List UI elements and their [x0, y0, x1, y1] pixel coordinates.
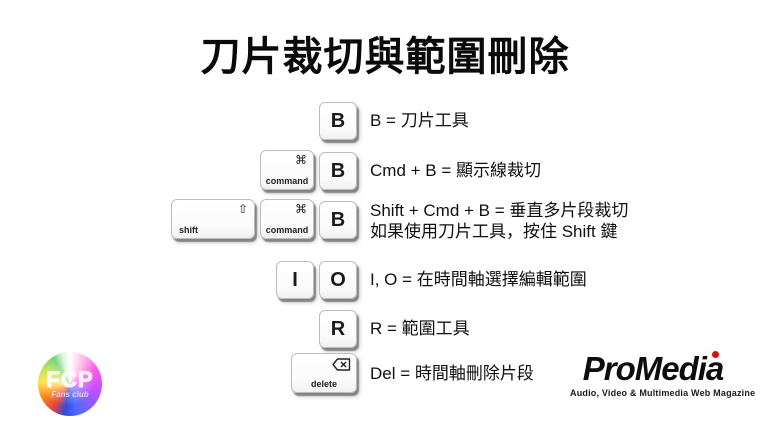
shortcut-description: I, O = 在時間軸選擇編輯範圍 — [370, 270, 587, 289]
shortcut-row-range-tool: R R = 範圍工具 — [0, 308, 770, 350]
shortcut-row-cut-all: ⇧ shift ⌘ command B Shift + Cmd + B = 垂直… — [0, 199, 770, 241]
keys-group: B — [319, 102, 357, 140]
key-command-label: command — [265, 225, 309, 235]
shortcut-row-delete: delete Del = 時間軸刪除片段 — [0, 353, 770, 395]
key-delete-label: delete — [310, 379, 337, 389]
promedia-wordmark: ProMedia — [582, 350, 725, 387]
key-o: O — [319, 261, 357, 299]
shortcut-row-range-select: I O I, O = 在時間軸選擇編輯範圍 — [0, 259, 770, 301]
shortcut-description: B = 刀片工具 — [370, 111, 469, 130]
key-command-label: command — [265, 176, 309, 186]
key-command: ⌘ command — [260, 199, 314, 239]
key-shift-label: shift — [179, 225, 198, 235]
promedia-tagline: Audio, Video & Multimedia Web Magazine — [570, 388, 756, 398]
key-r: R — [319, 310, 357, 348]
key-r-label: R — [330, 318, 346, 340]
key-b-label: B — [330, 160, 346, 182]
shortcut-description: R = 範圍工具 — [370, 319, 470, 338]
key-o-label: O — [330, 269, 346, 291]
command-icon: ⌘ — [295, 202, 307, 216]
backspace-icon — [332, 358, 351, 371]
shortcut-row-cut-through: ⌘ command B Cmd + B = 顯示線裁切 — [0, 150, 770, 192]
key-b: B — [319, 152, 357, 190]
shortcut-row-blade: B B = 刀片工具 — [0, 100, 770, 142]
shortcut-description: Cmd + B = 顯示線裁切 — [370, 161, 541, 180]
key-i: I — [276, 261, 314, 299]
fcp-logo-title: FCP — [46, 366, 94, 392]
key-i-label: I — [292, 269, 298, 291]
shortcut-description-line2: 如果使用刀片工具，按住 Shift 鍵 — [370, 222, 618, 241]
key-b: B — [319, 102, 357, 140]
keys-group: R — [319, 310, 357, 348]
key-b: B — [319, 201, 357, 239]
shortcut-description: Del = 時間軸刪除片段 — [370, 364, 534, 383]
key-command: ⌘ command — [260, 150, 314, 190]
keys-group: I O — [276, 261, 357, 299]
key-b-label: B — [330, 110, 346, 132]
key-shift: ⇧ shift — [171, 199, 255, 239]
page-title: 刀片裁切與範圍刪除 — [200, 35, 570, 79]
promedia-logo: ProMedia Audio, Video & Multimedia Web M… — [570, 350, 756, 398]
fcp-fans-club-logo: FCP Fans club — [38, 352, 102, 416]
key-delete: delete — [291, 353, 357, 393]
promedia-red-dot-icon — [710, 350, 720, 359]
key-b-label: B — [330, 209, 346, 231]
keys-group: delete — [291, 353, 357, 393]
keys-group: ⌘ command B — [260, 150, 357, 190]
shortcut-description: Shift + Cmd + B = 垂直多片段裁切 如果使用刀片工具，按住 Sh… — [370, 200, 628, 242]
shift-icon: ⇧ — [237, 202, 248, 216]
fcp-logo-subtitle: Fans club — [51, 389, 89, 399]
shortcut-description-line1: Shift + Cmd + B = 垂直多片段裁切 — [370, 201, 629, 220]
promedia-wordmark-text: ProMedia — [582, 350, 725, 387]
keys-group: ⇧ shift ⌘ command B — [171, 199, 357, 239]
command-icon: ⌘ — [295, 153, 307, 167]
